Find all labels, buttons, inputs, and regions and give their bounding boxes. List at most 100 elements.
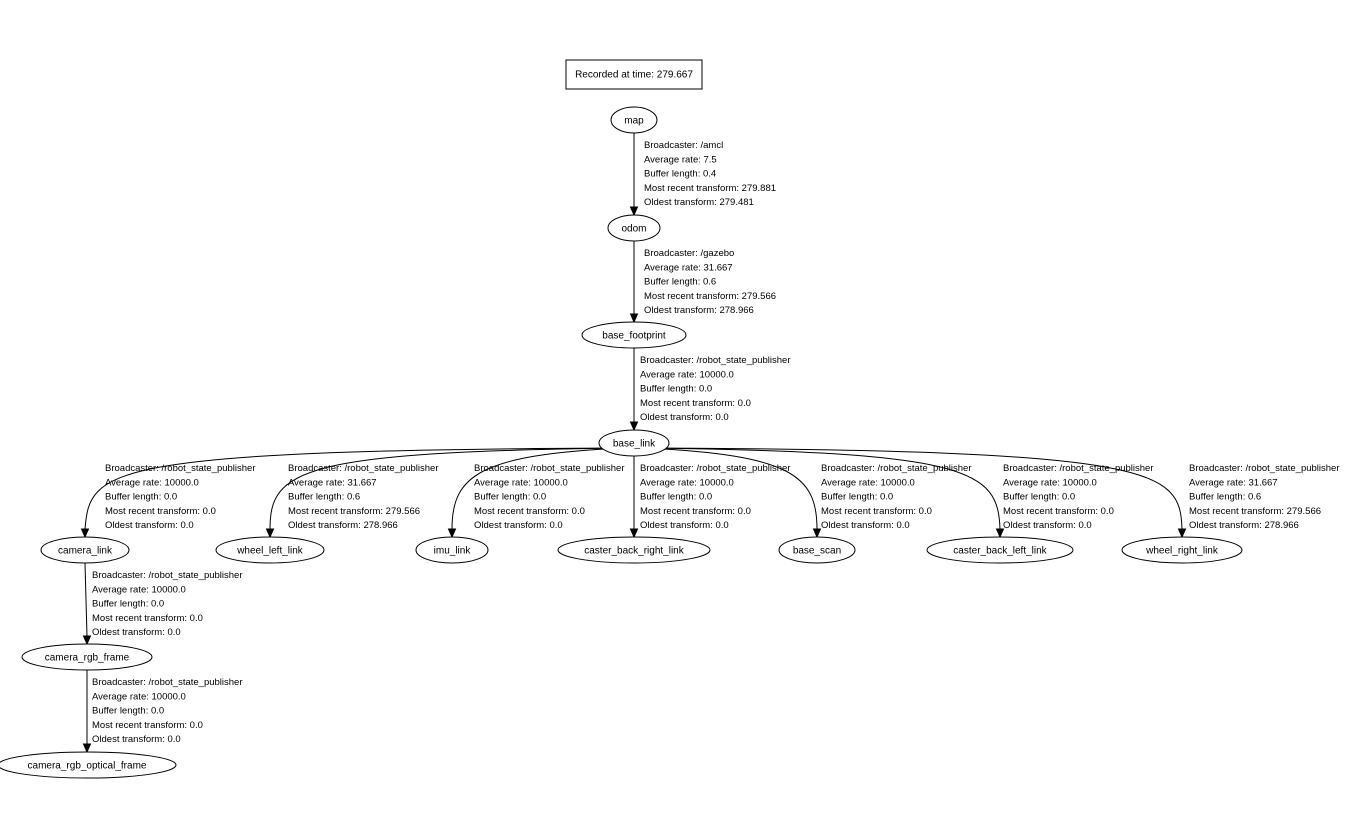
arrowhead-icon bbox=[265, 528, 275, 539]
transform-info-line: Most recent transform: 0.0 bbox=[640, 506, 751, 517]
frame-ellipse bbox=[581, 321, 687, 349]
arrowhead-icon bbox=[82, 635, 92, 646]
frame-ellipse bbox=[607, 214, 661, 242]
arrowhead-icon bbox=[1177, 528, 1187, 539]
frame-ellipse bbox=[610, 106, 658, 134]
transform-info-line: Average rate: 7.5 bbox=[644, 154, 717, 165]
frame-node-base-footprint: base_footprint bbox=[581, 321, 687, 349]
frame-label: camera_rgb_frame bbox=[45, 653, 130, 664]
transform-info-line: Most recent transform: 0.0 bbox=[474, 506, 585, 517]
transform-info-line: Broadcaster: /gazebo bbox=[644, 248, 734, 259]
transform-info-line: Buffer length: 0.0 bbox=[640, 492, 712, 503]
frame-label: camera_rgb_optical_frame bbox=[28, 761, 147, 772]
transform-info-line: Buffer length: 0.0 bbox=[105, 492, 177, 503]
frame-node-camera-rgb-optical-frame: camera_rgb_optical_frame bbox=[0, 751, 177, 779]
transform-info-line: Oldest transform: 278.966 bbox=[288, 520, 398, 531]
arrowhead-icon bbox=[629, 528, 639, 539]
transform-edge-base-link-caster-back-left-link: Broadcaster: /robot_state_publisherAvera… bbox=[645, 447, 1154, 539]
frame-label: wheel_right_link bbox=[1145, 546, 1219, 557]
transform-edge-camera-link-camera-rgb-frame: Broadcaster: /robot_state_publisherAvera… bbox=[82, 562, 243, 646]
edge-line bbox=[645, 447, 818, 530]
transform-info-line: Average rate: 10000.0 bbox=[474, 477, 568, 488]
frame-ellipse bbox=[40, 536, 130, 564]
transform-info-line: Broadcaster: /robot_state_publisher bbox=[92, 570, 243, 581]
transform-info-line: Broadcaster: /robot_state_publisher bbox=[105, 463, 256, 474]
frame-ellipse bbox=[415, 536, 489, 564]
frame-node-camera-rgb-frame: camera_rgb_frame bbox=[21, 643, 153, 671]
arrowhead-icon bbox=[80, 528, 90, 539]
transform-edge-base-link-wheel-left-link: Broadcaster: /robot_state_publisherAvera… bbox=[265, 447, 623, 539]
transform-edge-base-link-camera-link: Broadcaster: /robot_state_publisherAvera… bbox=[80, 447, 623, 539]
frame-label: imu_link bbox=[434, 546, 472, 557]
edge-line bbox=[84, 562, 88, 637]
frame-node-map: map bbox=[610, 106, 658, 134]
frame-label: caster_back_right_link bbox=[584, 546, 684, 557]
transform-edge-base-link-wheel-right-link: Broadcaster: /robot_state_publisherAvera… bbox=[645, 447, 1340, 539]
arrowhead-icon bbox=[447, 528, 457, 539]
transform-info-line: Most recent transform: 0.0 bbox=[821, 506, 932, 517]
transform-info-line: Oldest transform: 0.0 bbox=[105, 520, 194, 531]
transform-info-line: Oldest transform: 0.0 bbox=[1003, 520, 1092, 531]
arrowhead-icon bbox=[629, 206, 639, 217]
transform-info-line: Average rate: 10000.0 bbox=[1003, 477, 1097, 488]
transform-info-line: Broadcaster: /robot_state_publisher bbox=[1189, 463, 1340, 474]
transform-info-line: Oldest transform: 0.0 bbox=[640, 520, 729, 531]
arrowhead-icon bbox=[629, 421, 639, 432]
frame-ellipse bbox=[778, 536, 856, 564]
transform-info-line: Average rate: 10000.0 bbox=[821, 477, 915, 488]
transform-edge-base-footprint-base-link: Broadcaster: /robot_state_publisherAvera… bbox=[629, 348, 791, 432]
nodes-layer: Recorded at time: 279.667 map odom base_fo… bbox=[0, 59, 1243, 779]
arrowhead-icon bbox=[629, 313, 639, 324]
transform-info-line: Buffer length: 0.0 bbox=[92, 706, 164, 717]
edge-line bbox=[645, 447, 1001, 530]
transform-info-line: Broadcaster: /robot_state_publisher bbox=[821, 463, 972, 474]
frame-label: map bbox=[624, 116, 644, 127]
transform-info-line: Average rate: 10000.0 bbox=[640, 477, 734, 488]
transform-info-line: Buffer length: 0.0 bbox=[474, 492, 546, 503]
transform-info-line: Oldest transform: 0.0 bbox=[92, 734, 181, 745]
transform-info-line: Broadcaster: /robot_state_publisher bbox=[288, 463, 439, 474]
arrowhead-icon bbox=[82, 743, 92, 754]
transform-info-line: Most recent transform: 0.0 bbox=[92, 720, 203, 731]
transform-info-line: Oldest transform: 278.966 bbox=[644, 305, 754, 316]
frame-ellipse bbox=[557, 536, 711, 564]
transform-info-line: Oldest transform: 0.0 bbox=[640, 412, 729, 423]
transform-info-line: Average rate: 31.667 bbox=[1189, 477, 1278, 488]
transform-info-line: Broadcaster: /robot_state_publisher bbox=[92, 677, 243, 688]
transform-info-line: Oldest transform: 0.0 bbox=[474, 520, 563, 531]
frame-node-base-scan: base_scan bbox=[778, 536, 856, 564]
frame-ellipse bbox=[1121, 536, 1243, 564]
transform-info-line: Average rate: 31.667 bbox=[288, 477, 377, 488]
transform-info-line: Most recent transform: 0.0 bbox=[105, 506, 216, 517]
frame-label: odom bbox=[621, 224, 646, 235]
transform-info-line: Buffer length: 0.6 bbox=[288, 492, 360, 503]
transform-info-line: Broadcaster: /robot_state_publisher bbox=[640, 463, 791, 474]
transform-info-line: Most recent transform: 0.0 bbox=[92, 613, 203, 624]
transform-info-line: Oldest transform: 0.0 bbox=[821, 520, 910, 531]
transform-info-line: Average rate: 10000.0 bbox=[92, 691, 186, 702]
frame-node-base-link: base_link bbox=[598, 429, 670, 457]
header-label: Recorded at time: 279.667 bbox=[575, 70, 693, 81]
frame-node-caster-back-left-link: caster_back_left_link bbox=[926, 536, 1074, 564]
transform-info-line: Buffer length: 0.0 bbox=[1003, 492, 1075, 503]
frame-label: base_link bbox=[613, 439, 656, 450]
transform-info-line: Average rate: 31.667 bbox=[644, 262, 733, 273]
transform-info-line: Average rate: 10000.0 bbox=[105, 477, 199, 488]
transform-info-line: Broadcaster: /robot_state_publisher bbox=[640, 355, 791, 366]
frame-ellipse bbox=[926, 536, 1074, 564]
frame-node-imu-link: imu_link bbox=[415, 536, 489, 564]
frame-label: camera_link bbox=[58, 546, 113, 557]
edge-line bbox=[645, 447, 1183, 530]
transform-info-line: Average rate: 10000.0 bbox=[640, 369, 734, 380]
transform-info-line: Buffer length: 0.0 bbox=[92, 599, 164, 610]
frame-ellipse bbox=[21, 643, 153, 671]
transform-info-line: Most recent transform: 0.0 bbox=[640, 398, 751, 409]
transform-edge-camera-rgb-frame-camera-rgb-optical-frame: Broadcaster: /robot_state_publisherAvera… bbox=[82, 670, 243, 754]
transform-info-line: Buffer length: 0.6 bbox=[1189, 492, 1261, 503]
frame-label: caster_back_left_link bbox=[953, 546, 1047, 557]
